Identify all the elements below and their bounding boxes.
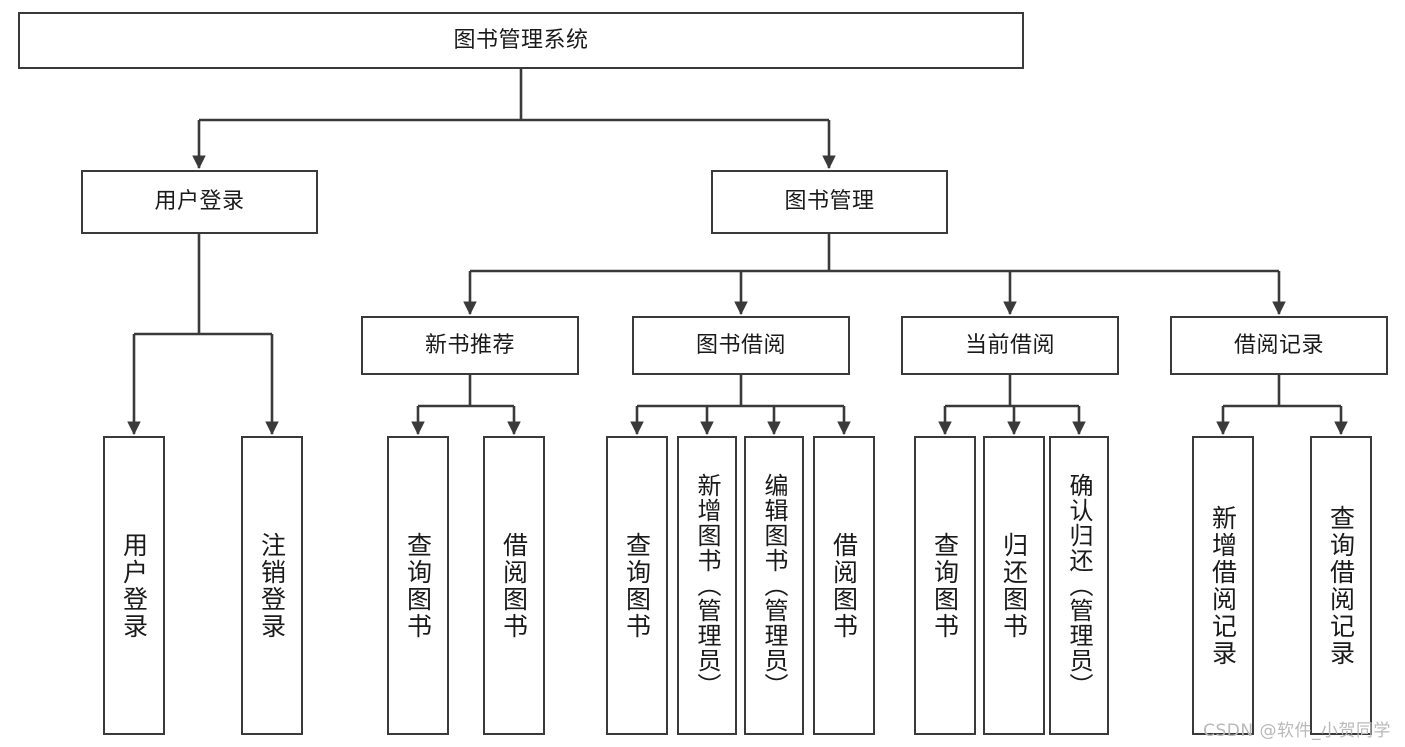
node-leaf-edit-book[interactable]: 编辑图书（管理员） bbox=[744, 436, 804, 735]
node-leaf-borrow-book-recommend-label: 借阅图书 bbox=[499, 531, 529, 640]
node-leaf-query-book-recommend[interactable]: 查询图书 bbox=[387, 436, 449, 735]
node-new-book-recommend-label: 新书推荐 bbox=[424, 332, 515, 358]
node-book-borrow[interactable]: 图书借阅 bbox=[632, 316, 850, 375]
node-user-login-label: 用户登录 bbox=[154, 189, 245, 215]
node-leaf-query-book-borrow-label: 查询图书 bbox=[622, 531, 652, 640]
node-leaf-add-book-label: 新增图书（管理员） bbox=[693, 473, 721, 698]
node-leaf-query-borrow-record-label: 查询借阅记录 bbox=[1326, 504, 1356, 667]
node-leaf-confirm-return[interactable]: 确认归还（管理员） bbox=[1049, 436, 1109, 735]
node-leaf-borrow-book[interactable]: 借阅图书 bbox=[813, 436, 875, 735]
node-leaf-return-book[interactable]: 归还图书 bbox=[983, 436, 1045, 735]
node-leaf-add-borrow-record-label: 新增借阅记录 bbox=[1208, 504, 1238, 667]
node-leaf-borrow-book-label: 借阅图书 bbox=[829, 531, 859, 640]
node-book-management[interactable]: 图书管理 bbox=[711, 170, 948, 234]
node-book-management-label: 图书管理 bbox=[784, 189, 875, 215]
node-leaf-query-book-current-label: 查询图书 bbox=[930, 531, 960, 640]
node-book-borrow-label: 图书借阅 bbox=[695, 332, 786, 358]
node-leaf-borrow-book-recommend[interactable]: 借阅图书 bbox=[483, 436, 545, 735]
node-root[interactable]: 图书管理系统 bbox=[18, 12, 1024, 69]
node-leaf-user-login-label: 用户登录 bbox=[119, 531, 149, 640]
node-leaf-query-book-recommend-label: 查询图书 bbox=[403, 531, 433, 640]
node-borrow-record-label: 借阅记录 bbox=[1233, 332, 1324, 358]
node-leaf-logout[interactable]: 注销登录 bbox=[241, 436, 303, 735]
node-leaf-return-book-label: 归还图书 bbox=[999, 531, 1029, 640]
node-leaf-confirm-return-label: 确认归还（管理员） bbox=[1065, 473, 1093, 698]
node-leaf-logout-label: 注销登录 bbox=[257, 531, 287, 640]
node-leaf-edit-book-label: 编辑图书（管理员） bbox=[760, 473, 788, 698]
node-leaf-user-login[interactable]: 用户登录 bbox=[103, 436, 165, 735]
node-current-borrow[interactable]: 当前借阅 bbox=[901, 316, 1119, 375]
node-new-book-recommend[interactable]: 新书推荐 bbox=[361, 316, 579, 375]
node-leaf-query-book-current[interactable]: 查询图书 bbox=[914, 436, 976, 735]
node-leaf-query-borrow-record[interactable]: 查询借阅记录 bbox=[1310, 436, 1372, 735]
node-borrow-record[interactable]: 借阅记录 bbox=[1170, 316, 1388, 375]
node-user-login[interactable]: 用户登录 bbox=[81, 170, 318, 234]
node-leaf-add-book[interactable]: 新增图书（管理员） bbox=[677, 436, 737, 735]
node-root-label: 图书管理系统 bbox=[453, 27, 589, 53]
node-current-borrow-label: 当前借阅 bbox=[964, 332, 1055, 358]
watermark: CSDN @软件_小贺同学 bbox=[1203, 721, 1391, 741]
node-leaf-add-borrow-record[interactable]: 新增借阅记录 bbox=[1192, 436, 1254, 735]
node-leaf-query-book-borrow[interactable]: 查询图书 bbox=[606, 436, 668, 735]
